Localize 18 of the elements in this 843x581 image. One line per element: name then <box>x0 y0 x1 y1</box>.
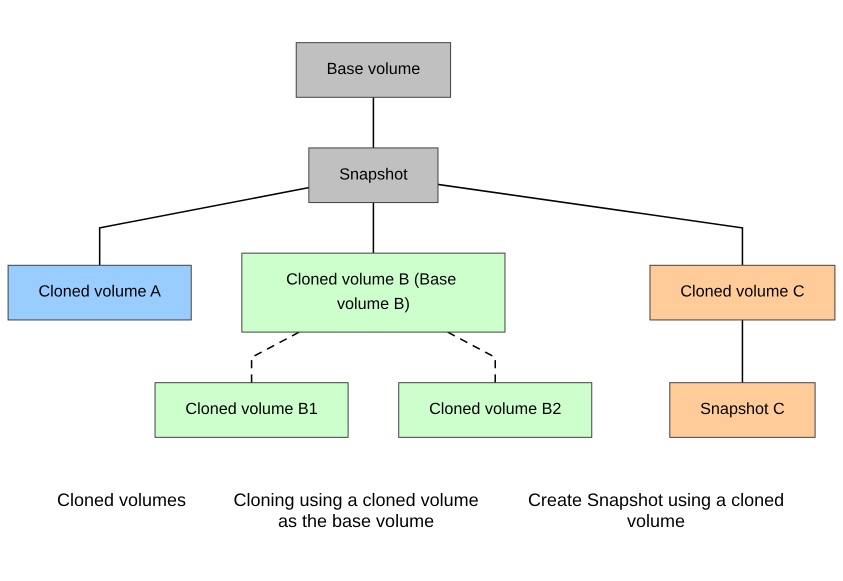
connector <box>250 331 300 383</box>
node-box: Snapshot C <box>669 382 816 438</box>
caption-text: Create Snapshot using a cloned volume <box>526 490 786 532</box>
connector <box>372 202 374 254</box>
connector <box>742 320 744 383</box>
node-box: Base volume <box>296 42 452 98</box>
caption-text: Cloned volumes <box>56 490 186 512</box>
node-box: Cloned volume B2 <box>398 382 592 438</box>
caption-text: Cloning using a cloned volume as the base volume <box>232 490 480 532</box>
node-box: Snapshot <box>308 147 438 204</box>
connector <box>447 331 496 383</box>
node-box: Cloned volume C <box>649 264 836 320</box>
node-box: Cloned volume A <box>8 264 192 320</box>
node-box: Cloned volume B1 <box>154 382 349 438</box>
node-box: Cloned volume B (Base volume B) <box>241 252 506 333</box>
connector <box>98 186 309 266</box>
connector <box>372 97 374 148</box>
connector <box>438 184 744 266</box>
